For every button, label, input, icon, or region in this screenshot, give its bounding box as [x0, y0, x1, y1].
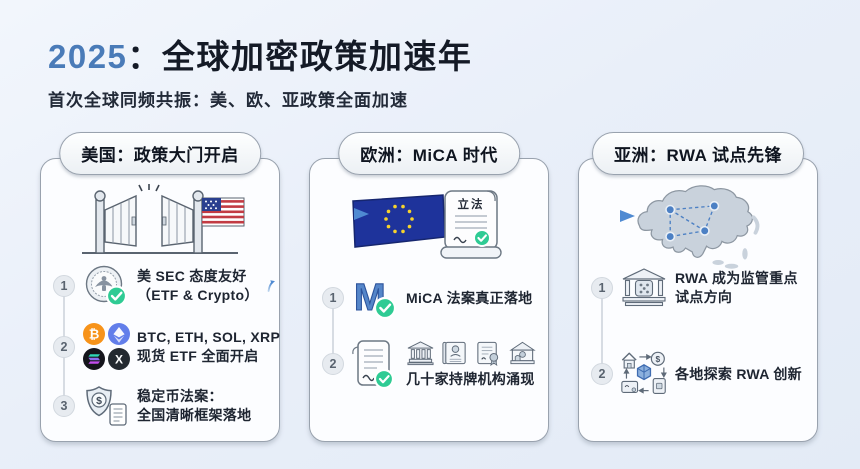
asia-item-2: 2 $	[591, 349, 813, 399]
bank-columns-icon	[407, 340, 434, 365]
step-number: 1	[591, 277, 613, 299]
step-number: 1	[322, 287, 344, 309]
page-title: 2025：全球加密政策加速年	[48, 30, 472, 78]
step-number: 2	[591, 363, 613, 385]
btc-icon: ₿	[82, 323, 105, 345]
svg-text:X: X	[114, 352, 122, 366]
asia-map-network-icon	[637, 185, 760, 269]
sol-icon	[82, 348, 105, 370]
sec-seal-check-icon	[85, 265, 128, 307]
trend-up-arrow-icon	[267, 280, 275, 292]
pill-usa: 美国：政策大门开启	[59, 132, 261, 175]
flow-arrow-eu-to-asia-icon	[498, 210, 635, 222]
usa-item-2-text: BTC, ETH, SOL, XRP 现货 ETF 全面开启	[137, 328, 281, 364]
open-gate-us-flag-icon	[82, 184, 245, 254]
page-subtitle: 首次全球同频共振：美、欧、亚政策全面加速	[48, 91, 408, 110]
certificate-person-icon	[442, 341, 466, 364]
mica-logo-check-icon: M	[353, 276, 397, 320]
svg-text:₿: ₿	[88, 327, 99, 342]
license-scroll-check-icon	[352, 340, 395, 390]
usa-item-2: 2 ₿	[53, 323, 280, 370]
flow-arrow-us-to-eu-icon	[232, 208, 369, 220]
europe-hero: 立法	[310, 185, 548, 263]
svg-text:$: $	[96, 395, 102, 407]
licensed-institutions-icons	[406, 340, 537, 366]
europe-item-1: 1 M MiCA 法案真正落地	[322, 275, 544, 321]
step-number: 1	[53, 275, 75, 297]
usa-item-3-text: 稳定币法案： 全国清晰框架落地	[137, 388, 252, 423]
pill-asia: 亚洲：RWA 试点先锋	[592, 132, 804, 175]
usa-item-1-text: 美 SEC 态度友好 （ETF & Crypto）	[137, 268, 259, 303]
bank-building-icon	[509, 341, 536, 364]
step-number: 2	[322, 353, 344, 375]
stablecoin-shield-doc-icon: $	[86, 386, 127, 426]
europe-item-1-text: MiCA 法案真正落地	[406, 289, 533, 306]
europe-item-2-text: 几十家持牌机构涌现	[406, 370, 535, 387]
regulator-bank-token-icon	[622, 268, 666, 307]
eu-flag-legislation-scroll-icon: 立法	[352, 190, 502, 259]
card-europe: 立法 1 M MiCA	[309, 158, 549, 442]
document-seal-icon	[477, 341, 499, 366]
card-asia: 1 RWA 成为监管重点 试点方向	[578, 158, 818, 442]
europe-item-2: 2	[322, 337, 544, 391]
pill-europe: 欧洲：MiCA 时代	[338, 132, 520, 175]
crypto-logos-grid: ₿ X	[82, 323, 130, 370]
title-year: 2025	[48, 38, 128, 75]
asia-item-1: 1 RWA 成为监管重点 试点方向	[591, 267, 813, 309]
card-usa: 1 美 SEC 态度友好 （ETF & Crypto）	[40, 158, 280, 442]
rwa-tokenization-cycle-icon: $	[621, 351, 667, 394]
asia-item-1-text: RWA 成为监管重点 试点方向	[675, 270, 798, 305]
asia-item-2-text: 各地探索 RWA 创新	[675, 365, 802, 382]
asia-step-connector	[601, 293, 603, 375]
xrp-icon: X	[107, 348, 130, 370]
europe-step-connector	[332, 299, 334, 367]
svg-text:$: $	[656, 354, 661, 364]
step-number: 2	[53, 335, 75, 358]
usa-item-3: 3 $ 稳定币法案： 全国清晰框架落地	[53, 383, 275, 429]
eth-icon	[107, 323, 130, 345]
asia-hero	[579, 181, 817, 273]
usa-hero	[41, 183, 279, 259]
europe-item-2-content: 几十家持牌机构涌现	[406, 340, 537, 389]
title-rest: ：全球加密政策加速年	[127, 38, 473, 75]
step-number: 3	[53, 395, 75, 417]
usa-item-1: 1 美 SEC 态度友好 （ETF & Crypto）	[53, 263, 275, 309]
svg-text:立法: 立法	[458, 197, 485, 211]
